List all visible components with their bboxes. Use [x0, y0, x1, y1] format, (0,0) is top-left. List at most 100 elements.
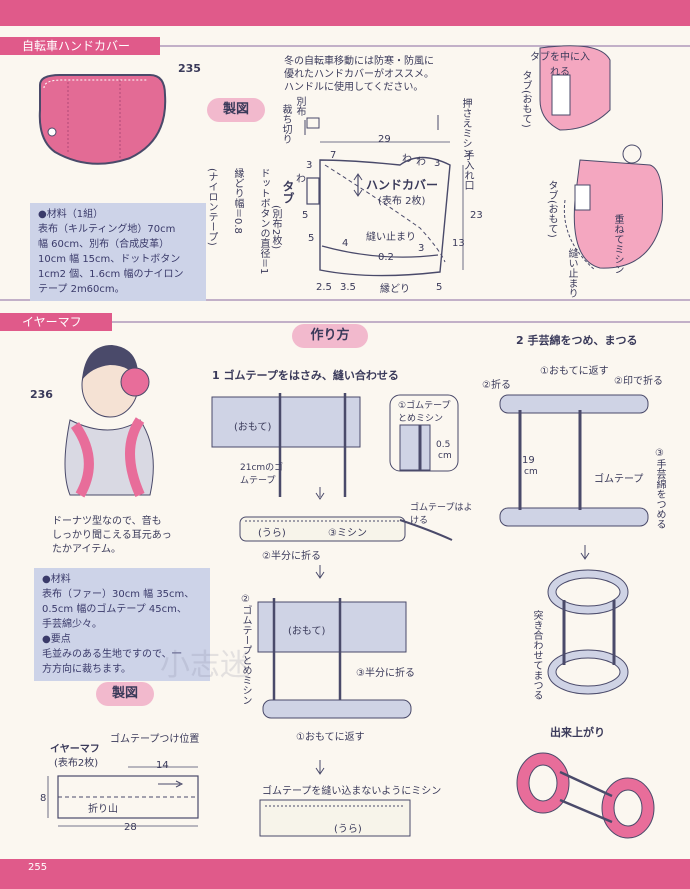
caption-line-3: たかアイテム。 [52, 544, 121, 555]
dim-29: 29 [378, 134, 391, 145]
dim-02: 0.2 [378, 252, 394, 263]
step2-omote-kaesu: ①おもてに返す [540, 366, 609, 377]
step2-wata: ③手芸綿をつめる [654, 448, 665, 529]
detail-tab-in: タブを中に入れる [530, 52, 590, 78]
step1-hanbun: ②半分に折る [262, 551, 321, 562]
wa-1: わ [296, 174, 306, 185]
dim-25: 2.5 [316, 282, 332, 293]
wa-3: わ [416, 157, 426, 168]
step2-oru: ②折る [482, 380, 511, 391]
page-number: 255 [28, 862, 48, 873]
watermark: 小志迷 [160, 648, 250, 683]
howto-label: 作り方 [292, 324, 368, 348]
step2-tsukiawase: 突き合わせてまつる [531, 610, 542, 700]
step2-dim-cm: cm [524, 467, 538, 477]
item-number: 236 [30, 388, 53, 401]
gomu-pos-label: ゴムテープつけ位置 [110, 734, 200, 745]
dim-23: 23 [470, 210, 483, 221]
section-header-earmuff: イヤーマフ [0, 313, 112, 331]
mat-line: 10cm 幅 15cm、ドットボタン [38, 254, 181, 265]
step1-gomu-tape: 21cmのゴムテープ [240, 463, 284, 486]
materials-box-1: ●材料（1組） 表布（キルティング地）70cm 幅 60cm、別布（合成皮革） … [30, 203, 206, 301]
step1-omote-2: (おもて) [288, 626, 326, 637]
dim-5c: 5 [436, 282, 443, 293]
button-note: ドットボタンの直径＝1 [258, 168, 269, 275]
seizu-label: 製図 [207, 98, 265, 122]
step1-nuikomanai: ゴムテープを縫い込まないようにミシン [262, 786, 442, 797]
dim-3c: 3 [418, 243, 425, 254]
step1-ura: (うら) [258, 528, 286, 539]
step1-omote: (おもて) [234, 422, 272, 433]
tape-note: (ナイロンテープ) [206, 168, 217, 246]
intro-line-3: ハンドルに使用してください。 [284, 82, 424, 93]
step1-omote-kaesu: ①おもてに返す [296, 732, 365, 743]
mat-line: 0.5cm 幅のゴムテープ 45cm、 [42, 604, 187, 615]
tab-label: タブ [281, 180, 295, 204]
step1-dim-cm: cm [438, 451, 452, 461]
detail-tab-omote-2: タブ(おもて) [546, 180, 557, 238]
top-band [0, 0, 690, 26]
step1-ura-2: (うら) [334, 824, 362, 835]
step1-hanbun-2: ③半分に折る [356, 668, 415, 679]
step2-shirushi: ②印で折る [614, 376, 663, 387]
mat-line: 表布（ファー）30cm 幅 35cm、 [42, 589, 195, 600]
detail-kasanete: 重ねてミシン [612, 214, 623, 274]
step1-mishin: ③ミシン [328, 528, 367, 539]
step1-tome-2: ②ゴムテープとめミシン [240, 594, 251, 705]
dim-35: 3.5 [340, 282, 356, 293]
dim-8: 8 [40, 793, 47, 804]
mat-line: 幅 60cm、別布（合成皮革） [38, 239, 170, 250]
detail-tab-omote: タブ(おもて) [520, 70, 531, 128]
betsununo-label: 別布 [294, 96, 305, 116]
finished-label: 出来上がり [550, 726, 605, 739]
materials-box-2: ●材料 表布（ファー）30cm 幅 35cm、 0.5cm 幅のゴムテープ 45… [34, 568, 210, 681]
step1-title: 1 ゴムテープをはさみ、縫い合わせる [212, 369, 399, 382]
bottom-band [0, 859, 690, 889]
step1-dim-05: 0.5 [436, 440, 451, 450]
orimaki-label: 折り山 [88, 804, 118, 815]
section-title: 自転車ハンドカバー [22, 39, 131, 53]
step1-tome: ①ゴムテープとめミシン [398, 401, 451, 424]
intro-line-2: 優れたハンドカバーがオススメ。 [284, 69, 434, 80]
earmuff-pattern-sub: (表布2枚) [54, 758, 99, 769]
seizu-label-2: 製図 [96, 682, 154, 706]
step1-yokeru: ゴムテープはよける [410, 503, 473, 526]
item-number: 235 [178, 62, 201, 75]
caption-line-1: ドーナツ型なので、音も [52, 516, 162, 527]
dim-28: 28 [124, 822, 137, 833]
dim-14: 14 [156, 760, 169, 771]
mat-line: 毛並みのある生地ですので、一 [42, 649, 182, 660]
dim-3b: 3 [434, 158, 441, 169]
saisetsu-label: 裁ち切り [280, 104, 291, 144]
dim-3a: 3 [306, 160, 313, 171]
fuchi-note: 縁どり幅＝0.8 [232, 168, 243, 234]
intro-line-1: 冬の自転車移動には防寒・防風に [284, 56, 434, 67]
mat-line: ●要点 [42, 634, 71, 645]
mat-line: 手芸綿少々。 [42, 619, 102, 630]
mat-line: テープ 2m60cm。 [38, 284, 125, 295]
caption-line-2: しっかり聞こえる耳元あっ [52, 530, 172, 541]
section-title: イヤーマフ [22, 315, 82, 329]
fuchidori-label: 縁どり [380, 284, 410, 295]
wa-2: わ [402, 154, 412, 165]
dim-5b: 5 [308, 233, 315, 244]
step2-dim-19: 19 [522, 455, 535, 466]
step2-gomu: ゴムテープ [594, 474, 644, 485]
mat-line: ●材料 [42, 574, 71, 585]
section-header-handle-cover: 自転車ハンドカバー [0, 37, 160, 55]
pattern-title: ハンドカバー [366, 178, 439, 192]
pattern-sub: (表布 2枚) [378, 196, 426, 207]
osae-label: 押さえミシン [460, 98, 471, 158]
earmuff-pattern-name: イヤーマフ [50, 744, 100, 755]
mat-line: 表布（キルティング地）70cm [38, 224, 176, 235]
dim-7: 7 [330, 150, 337, 161]
detail-nuidomari: 縫い止まり [566, 248, 577, 298]
mat-line: 方方向に裁ちます。 [42, 664, 131, 675]
nuidomari-label: 縫い止まり [366, 232, 416, 243]
dim-5a: 5 [302, 210, 309, 221]
mat-line: ●材料（1組） [38, 209, 104, 220]
mat-line: 1cm2 個、1.6cm 幅のナイロン [38, 269, 184, 280]
step2-title: 2 手芸綿をつめ、まつる [516, 334, 638, 347]
irekuchi-label: 手入れ口 [462, 150, 473, 190]
